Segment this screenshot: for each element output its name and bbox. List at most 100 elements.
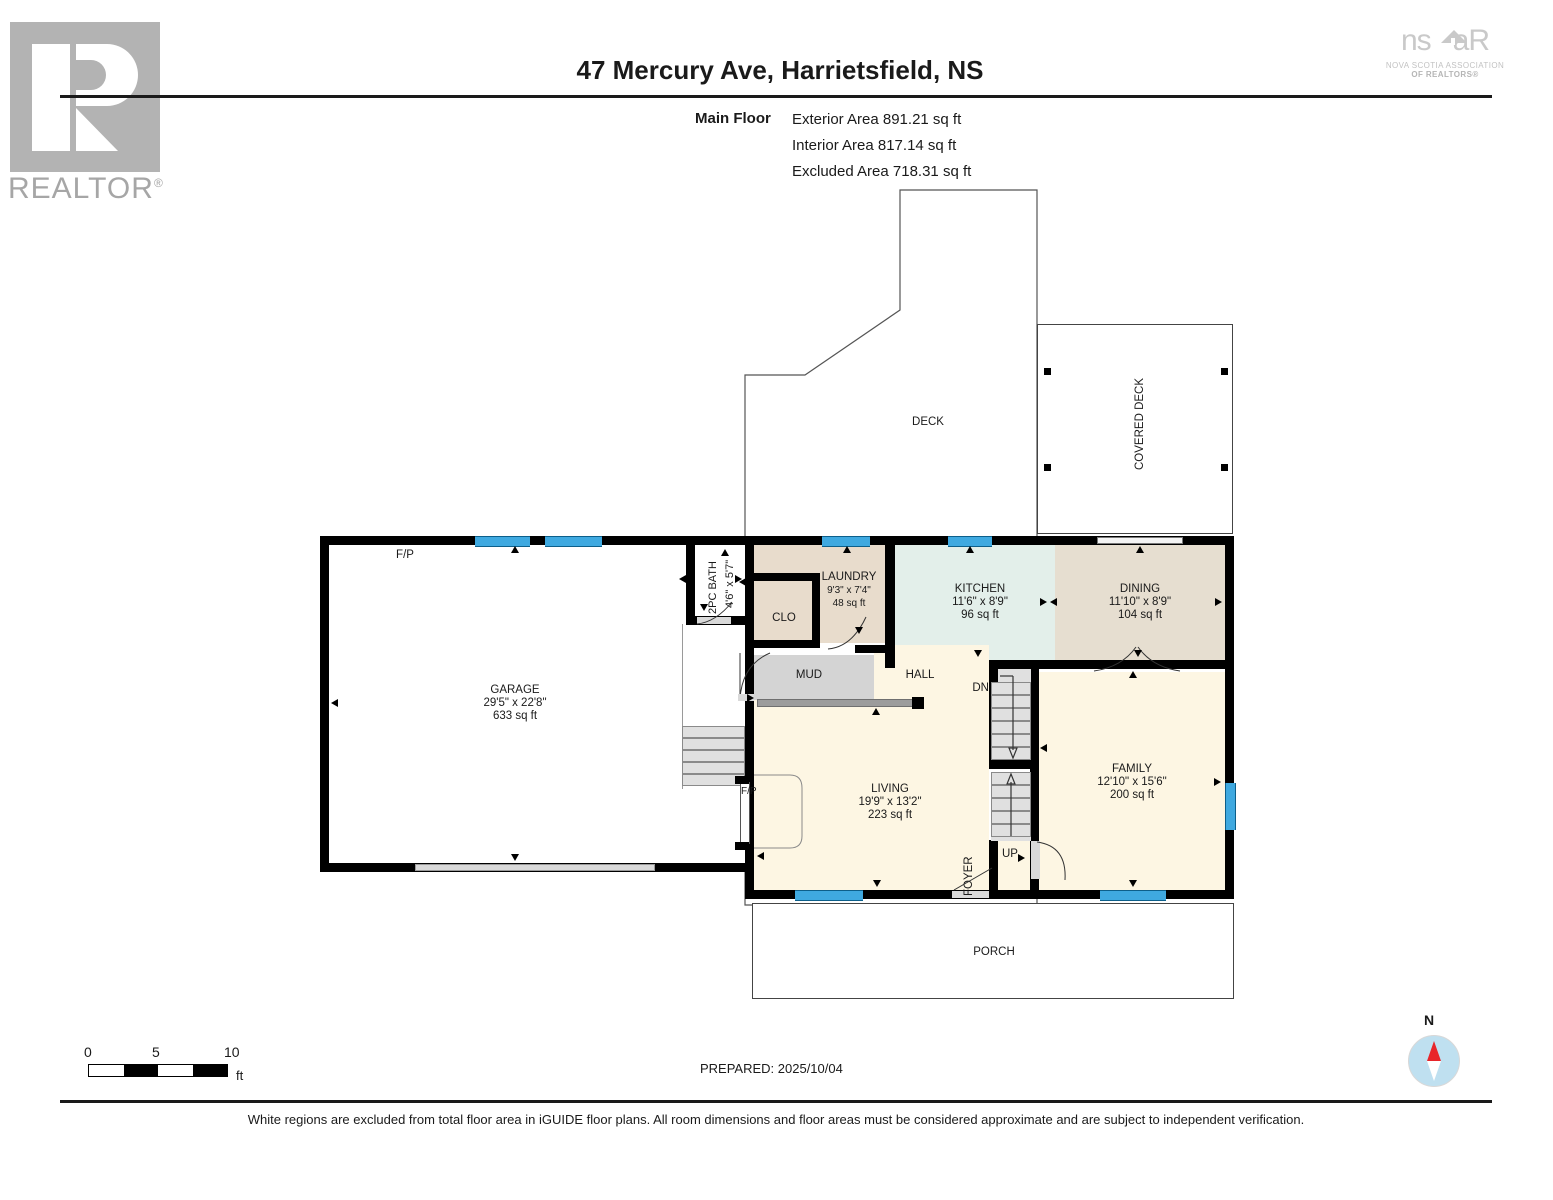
bath-label: 2PC BATH <box>707 561 719 614</box>
kitchen-name: KITCHEN <box>954 583 1006 595</box>
nsar-wordmark: ns aR <box>1385 24 1505 58</box>
living-window-south <box>795 890 863 901</box>
living-hearth-outline <box>754 774 803 849</box>
garage-stair-tread-2 <box>682 738 745 750</box>
bath-arrow-south <box>700 604 708 611</box>
living-arrow-north <box>872 708 880 715</box>
dining-arrow-east <box>1215 598 1222 606</box>
realtor-registered-mark: ® <box>153 176 164 190</box>
laundry-name: LAUNDRY <box>821 571 877 583</box>
living-label: LIVING 19'9" x 13'2" 223 sq ft <box>835 783 945 822</box>
scale-segment-4 <box>192 1065 227 1076</box>
garage-window-north-right <box>545 536 602 547</box>
covered-deck-post-nw <box>1044 368 1051 375</box>
scale-segment-2 <box>123 1065 158 1076</box>
kitchen-arrow-east <box>1040 598 1047 606</box>
living-fireplace-label: F/P <box>741 786 757 797</box>
laundry-door-arrow <box>855 627 863 634</box>
garage-fill <box>320 536 745 872</box>
covered-deck-post-sw <box>1044 464 1051 471</box>
wall-node-bath-sw <box>745 616 754 625</box>
wall-dining-south <box>1055 660 1225 669</box>
bath-dimensions: 4'6" x 5'7" <box>724 559 736 608</box>
realtor-wordmark-text: REALTOR <box>8 172 154 205</box>
scale-label-mid: 5 <box>152 1044 160 1060</box>
bath-name: 2PC BATH <box>707 561 719 614</box>
bath-fill <box>692 545 745 625</box>
stairs-down-label: DN <box>972 682 989 694</box>
excluded-area: Excluded Area 718.31 sq ft <box>792 163 972 180</box>
bath-arrow-west <box>679 575 686 583</box>
wall-laundry-south <box>855 645 895 653</box>
garage-window-north-left <box>475 536 530 547</box>
closet-fill <box>752 580 814 642</box>
family-name: FAMILY <box>1111 763 1153 775</box>
dining-label: DINING 11'10" x 8'9" 104 sq ft <box>1085 583 1195 622</box>
garage-door-south <box>415 864 655 871</box>
garage-arrow-south <box>511 854 519 861</box>
porch-outline <box>752 903 1234 999</box>
house-wall-east <box>1225 536 1234 899</box>
family-window-south <box>1100 890 1166 901</box>
family-arrow-south <box>1129 880 1137 887</box>
stair-dn-tread-1 <box>991 682 1031 695</box>
disclaimer-text: White regions are excluded from total fl… <box>247 1112 1305 1127</box>
laundry-area: 48 sq ft <box>832 598 866 609</box>
stair-dn-tread-4 <box>991 721 1031 734</box>
family-dimensions: 12'10" x 15'6" <box>1097 776 1167 788</box>
nsar-subtitle-line1: NOVA SCOTIA ASSOCIATION <box>1385 61 1505 70</box>
stair-dn-tread-5 <box>991 734 1031 747</box>
realtor-logo-bowl-inner <box>76 60 106 90</box>
garage-wall-west <box>320 536 329 872</box>
dining-area: 104 sq ft <box>1117 609 1163 621</box>
prepared-date: PREPARED: 2025/10/04 <box>700 1061 843 1076</box>
house-chimney-icon <box>1451 38 1455 45</box>
deck-label: DECK <box>912 416 944 428</box>
stairs-up-arrow <box>1006 772 1016 836</box>
covered-deck-post-ne <box>1221 368 1228 375</box>
garage-name: GARAGE <box>490 684 540 696</box>
garage-stair-tread-1 <box>682 726 745 738</box>
living-fill <box>752 700 989 899</box>
stair-dn-tread-2 <box>991 695 1031 708</box>
garage-arrow-west <box>331 699 338 707</box>
compass-icon <box>1408 1035 1460 1087</box>
mud-fill <box>752 655 874 705</box>
scale-unit-label: ft <box>236 1068 244 1083</box>
floor-label: Main Floor <box>695 110 771 127</box>
family-arrow-north <box>1129 671 1137 678</box>
kitchen-area: 96 sq ft <box>961 609 999 621</box>
exterior-area: Exterior Area 891.21 sq ft <box>792 111 962 128</box>
laundry-door-swing <box>827 616 867 650</box>
dining-name: DINING <box>1119 583 1161 595</box>
wall-closet-north <box>752 573 820 581</box>
mud-door <box>738 694 754 701</box>
laundry-dimensions: 9'3" x 7'4" <box>827 585 871 596</box>
dining-door-arrow-north <box>1136 546 1144 553</box>
foyer-entry-swing <box>953 867 993 891</box>
house-roof-icon <box>1441 30 1467 43</box>
bath-arrow-east <box>735 575 742 583</box>
dining-dimensions: 11'10" x 8'9" <box>1108 596 1172 608</box>
family-window-east <box>1225 783 1236 830</box>
family-arrow-west <box>1040 744 1047 752</box>
hall-label: HALL <box>905 669 935 681</box>
dining-patio-door-north <box>1097 537 1183 544</box>
bath-arrow-north <box>721 549 729 556</box>
living-area: 223 sq ft <box>867 809 913 821</box>
mud-arrow-east <box>747 694 754 702</box>
foyer-arrow-east <box>1018 854 1025 862</box>
laundry-label: LAUNDRY 9'3" x 7'4" 48 sq ft <box>794 571 904 610</box>
garage-wall-north <box>320 536 745 545</box>
interior-area: Interior Area 817.14 sq ft <box>792 137 957 154</box>
kitchen-arrow-west <box>888 598 895 606</box>
garage-fireplace-label: F/P <box>396 549 414 561</box>
wall-west-mud <box>745 640 754 665</box>
family-area: 200 sq ft <box>1109 789 1155 801</box>
scale-label-min: 0 <box>84 1044 92 1060</box>
foyer-entry-door <box>952 891 990 898</box>
living-name: LIVING <box>871 783 909 795</box>
scale-segment-3 <box>158 1065 193 1076</box>
mud-label: MUD <box>795 669 823 681</box>
